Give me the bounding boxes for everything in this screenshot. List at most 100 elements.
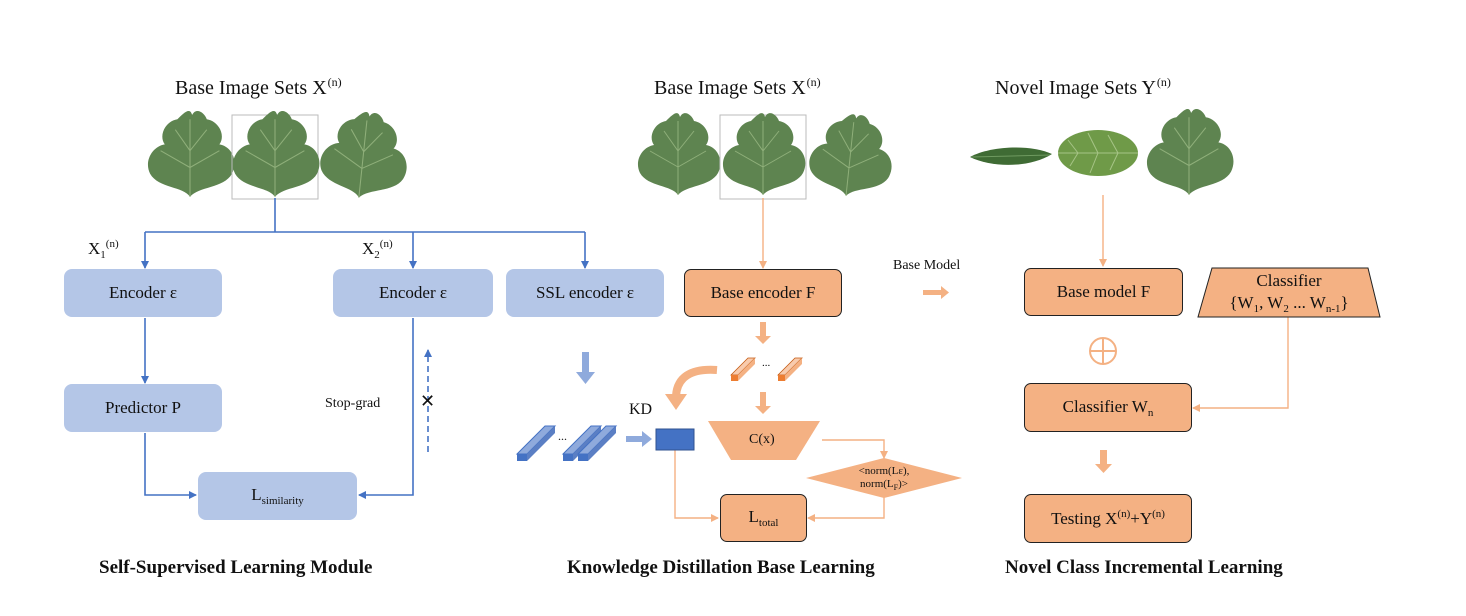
cw-dots: ... W: [1288, 293, 1326, 312]
orange-slab-ellipsis: ...: [762, 357, 771, 369]
ssl-encoder-box[interactable]: SSL encoder ε: [506, 269, 664, 317]
cw-sub-3: n-1: [1325, 303, 1341, 315]
novel-title-text: Novel Image Sets Y: [995, 77, 1156, 99]
cw-sub-2: 2: [1283, 303, 1289, 315]
leaf-image-ssl-1: [147, 110, 235, 198]
norm-line-2: norm(LF)>: [842, 478, 926, 494]
testing-text: Testing X: [1051, 509, 1118, 528]
kd-label: KD: [629, 401, 653, 418]
curved-kd-arrow: [665, 365, 718, 410]
kd-title-sup: (n): [806, 75, 821, 89]
leaf-image-ssl-2: [232, 110, 320, 198]
ssl-encoder-label: SSL encoder ε: [535, 283, 635, 302]
down-arrow-orange-3: [1095, 450, 1112, 473]
feature-slab-blue-3: [576, 425, 618, 461]
kd-feature-block: [655, 428, 695, 451]
testing-label: Testing X(n)+Y(n): [1051, 508, 1165, 529]
encoder-left-label: Encoder ε: [108, 283, 178, 302]
x2-sub: 2: [374, 249, 380, 261]
total-loss-symbol: L: [748, 507, 759, 526]
cw-sub-1: 1: [1253, 303, 1260, 315]
right-arrow-base-model: [923, 286, 949, 299]
leaf-image-novel-1: [970, 147, 1052, 165]
blue-slab-ellipsis: ...: [558, 429, 567, 443]
x2-sup: (n): [379, 238, 393, 250]
total-loss-box[interactable]: Ltotal: [720, 494, 807, 542]
cw-close: }: [1340, 293, 1349, 312]
leaf-image-ssl-3: [316, 107, 413, 203]
cx-trapezoid: [708, 421, 820, 460]
base-encoder-box[interactable]: Base encoder F: [684, 269, 842, 317]
x1-text: X: [88, 239, 101, 258]
classifier-wn-label: Classifier Wn: [1063, 397, 1154, 419]
base-encoder-label: Base encoder F: [710, 283, 816, 302]
similarity-loss-label: Lsimilarity: [251, 485, 304, 507]
feature-slab-orange-2: [777, 357, 803, 381]
base-model-box-label: Base model F: [1056, 282, 1151, 301]
cw-open: {W: [1229, 293, 1254, 312]
down-arrow-orange-2: [755, 392, 771, 414]
encoder-box-mid[interactable]: Encoder ε: [333, 269, 493, 317]
encoder-mid-label: Encoder ε: [378, 283, 448, 302]
norm-line-2-text: norm(L: [860, 478, 894, 490]
kd-section-caption: Knowledge Distillation Base Learning: [567, 557, 875, 578]
classifier-weights: {W1, W2 ... Wn-1}: [1198, 292, 1380, 320]
x1-label: X1(n): [88, 238, 119, 261]
ssl-image-set-title: Base Image Sets X(n): [175, 75, 342, 100]
norm-line-2-sub: F: [893, 483, 899, 493]
norm-line-1: <norm(Lε),: [858, 465, 910, 477]
base-model-label: Base Model: [893, 258, 961, 273]
total-loss-label: Ltotal: [749, 507, 779, 529]
classifier-wn-text: Classifier W: [1062, 396, 1148, 416]
ssl-title-text: Base Image Sets X: [175, 77, 327, 99]
novel-image-set-title: Novel Image Sets Y(n): [995, 75, 1171, 100]
similarity-loss-box[interactable]: Lsimilarity: [198, 472, 357, 520]
x2-text: X: [362, 239, 375, 258]
base-model-box[interactable]: Base model F: [1024, 268, 1183, 316]
classifier-set-label[interactable]: Classifier {W1, W2 ... Wn-1}: [1198, 270, 1380, 320]
x2-label: X2(n): [362, 238, 393, 261]
feature-slab-blue-1: [515, 425, 557, 461]
leaf-image-novel-3: [1146, 108, 1234, 196]
right-arrow-kd: [626, 431, 652, 447]
oplus-icon: [1089, 337, 1117, 365]
norm-diamond: [806, 458, 962, 498]
x1-sub: 1: [100, 249, 106, 261]
testing-plus: +Y: [1130, 509, 1153, 528]
x1-sup: (n): [105, 238, 119, 250]
novel-title-sup: (n): [1156, 75, 1171, 89]
down-arrow-orange-1: [755, 322, 771, 344]
leaf-image-kd-1: [637, 112, 721, 196]
classifier-trapezoid: [1197, 267, 1381, 318]
classifier-title: Classifier: [1256, 271, 1322, 290]
norm-label: <norm(Lε), norm(LF)>: [842, 465, 926, 494]
predictor-label: Predictor P: [104, 398, 182, 417]
testing-box[interactable]: Testing X(n)+Y(n): [1024, 494, 1192, 543]
stop-grad-cross-icon: ✕: [420, 391, 436, 412]
classifier-wn-sub: n: [1147, 406, 1154, 419]
classifier-wn-box[interactable]: Classifier Wn: [1024, 383, 1192, 432]
norm-line-2-end: )>: [898, 478, 908, 490]
leaf-image-kd-2: [722, 112, 806, 196]
kd-image-set-title: Base Image Sets X(n): [654, 75, 821, 100]
encoder-box-left[interactable]: Encoder ε: [64, 269, 222, 317]
ssl-section-caption: Self-Supervised Learning Module: [99, 557, 373, 578]
down-arrow-blue: [576, 352, 595, 384]
cw-mid: , W: [1259, 293, 1284, 312]
ssl-title-sup: (n): [327, 75, 342, 89]
similarity-loss-sub: similarity: [261, 495, 304, 507]
kd-title-text: Base Image Sets X: [654, 77, 806, 99]
cx-label: C(x): [749, 432, 775, 447]
feature-slab-orange-1: [730, 357, 756, 381]
leaf-image-novel-2: [1058, 130, 1138, 176]
total-loss-sub: total: [758, 517, 779, 529]
testing-sup-1: (n): [1117, 508, 1131, 520]
similarity-loss-symbol: L: [251, 485, 262, 504]
testing-sup-2: (n): [1152, 508, 1165, 520]
predictor-box[interactable]: Predictor P: [64, 384, 222, 432]
novel-section-caption: Novel Class Incremental Learning: [1005, 557, 1283, 578]
leaf-image-kd-3: [805, 109, 898, 201]
stop-grad-label: Stop-grad: [325, 396, 381, 411]
